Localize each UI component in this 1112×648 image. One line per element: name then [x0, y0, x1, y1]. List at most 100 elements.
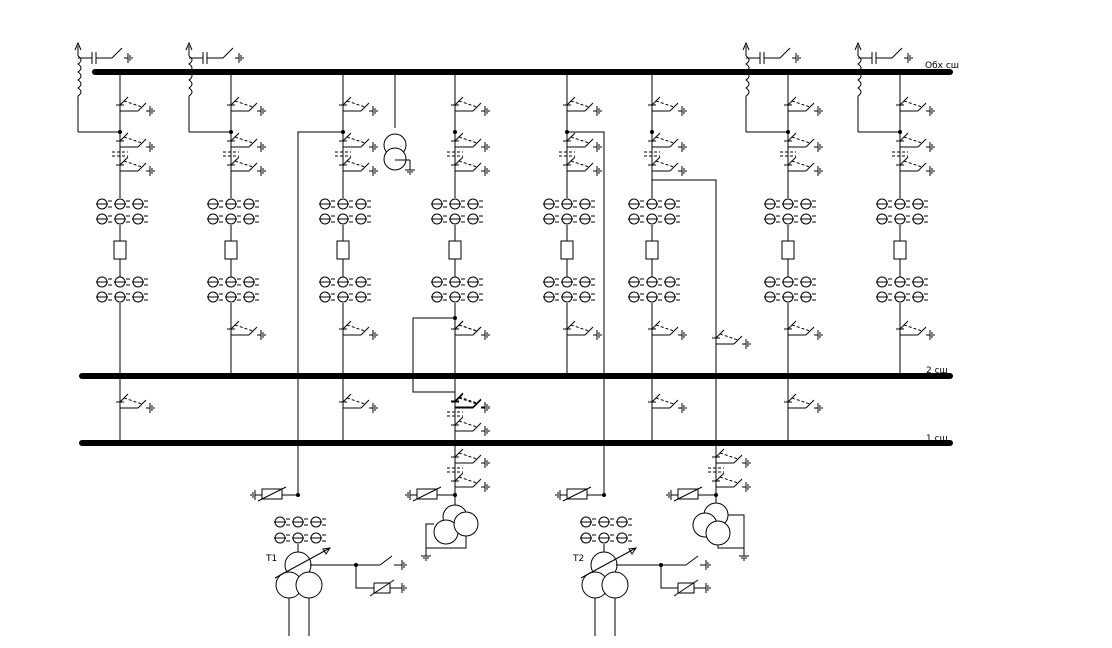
mech-link — [346, 136, 366, 144]
earthing-blade — [248, 162, 258, 172]
disconnector-pair-icon — [447, 392, 490, 446]
ground-icon — [705, 583, 711, 593]
current-transformer-icon — [876, 276, 928, 288]
ground-icon — [681, 330, 687, 340]
ground-icon — [681, 106, 687, 116]
feeder-bay — [319, 74, 378, 374]
bus-disconnector — [116, 378, 155, 441]
mech-link — [570, 100, 590, 108]
line-trap-icon — [185, 41, 244, 132]
line-trap-icon — [74, 41, 133, 132]
feeder-bay — [854, 41, 935, 374]
ground-icon — [484, 402, 490, 412]
ground-icon — [260, 142, 266, 152]
mech-link — [123, 160, 143, 168]
mech-link — [655, 136, 675, 144]
current-transformer-icon — [543, 198, 595, 210]
current-transformer-icon — [319, 198, 371, 210]
current-transformer-icon — [207, 198, 259, 210]
disconnector-icon — [451, 92, 490, 130]
earthing-blade — [805, 326, 815, 336]
mech-link — [123, 100, 143, 108]
arrow-head — [628, 547, 638, 555]
wire — [651, 179, 717, 330]
current-transformer-icon — [580, 516, 632, 528]
disconnector-icon — [563, 132, 602, 162]
ground-icon — [260, 166, 266, 176]
disconnector-pair-icon — [644, 132, 687, 186]
earthing-blade — [584, 138, 594, 148]
earthing-blade — [248, 138, 258, 148]
mech-link — [570, 160, 590, 168]
current-transformer-icon — [207, 213, 259, 225]
ground-icon — [484, 330, 490, 340]
mech-link — [458, 136, 478, 144]
earthing-blade — [472, 326, 482, 336]
coil — [745, 55, 750, 97]
earthing-blade — [917, 326, 927, 336]
transformer-winding — [601, 571, 629, 599]
earthing-blade — [360, 102, 370, 112]
earthing-blade — [248, 102, 258, 112]
current-transformer-icon — [764, 276, 816, 288]
ground-icon — [929, 330, 935, 340]
disconnector-icon — [648, 92, 687, 130]
disconnector-pair-icon — [780, 132, 823, 186]
ground-icon — [929, 106, 935, 116]
ground-icon — [666, 490, 672, 500]
mech-link — [346, 397, 366, 405]
disconnector-icon — [451, 392, 490, 422]
ground-icon — [372, 403, 378, 413]
earthing-blade — [669, 138, 679, 148]
ground-icon — [484, 458, 490, 468]
mech-link — [719, 452, 739, 460]
ground-icon — [149, 106, 155, 116]
feeder-bay — [74, 41, 155, 374]
arrester-arrow — [257, 486, 287, 502]
ground-icon — [149, 142, 155, 152]
earthing-blade — [472, 478, 482, 488]
disconnector-icon — [339, 132, 378, 162]
wire — [297, 131, 343, 495]
earthing-blade — [472, 398, 482, 408]
earthing-blade — [733, 454, 743, 464]
ground-icon — [149, 166, 155, 176]
ground-icon — [817, 330, 823, 340]
mech-link — [346, 324, 366, 332]
disconnector-icon — [451, 448, 490, 478]
ground-icon — [681, 166, 687, 176]
ground-icon — [421, 555, 431, 561]
circuit-breaker-icon — [893, 240, 907, 260]
arrester-arrow — [673, 579, 699, 597]
mech-link — [458, 396, 478, 404]
circuit-breaker-icon — [224, 240, 238, 260]
mech-link — [791, 397, 811, 405]
blade — [891, 47, 903, 59]
disconnector-icon — [339, 318, 378, 352]
disconnector-icon — [648, 392, 687, 424]
disconnector-icon — [451, 318, 490, 352]
ground-icon — [401, 583, 407, 593]
ground-icon — [149, 403, 155, 413]
diagram-drawing — [74, 41, 953, 636]
current-transformer-icon — [580, 532, 632, 544]
earthing-blade — [472, 422, 482, 432]
mech-link — [791, 160, 811, 168]
mech-link — [123, 397, 143, 405]
mech-link — [458, 397, 478, 405]
disconnector-icon — [339, 156, 378, 186]
earthing-blade — [584, 102, 594, 112]
earthing-blade — [137, 162, 147, 172]
mech-link — [458, 476, 478, 484]
arrow-head — [185, 41, 193, 51]
disconnector-icon — [712, 329, 751, 358]
disconnector-icon — [563, 156, 602, 186]
ground-icon — [596, 166, 602, 176]
current-transformer-icon — [319, 276, 371, 288]
disconnector-pair-icon — [223, 132, 266, 186]
ground-icon — [405, 490, 411, 500]
earthing-blade — [584, 162, 594, 172]
disconnector-icon — [451, 132, 490, 162]
transformer-t1-branch — [250, 131, 407, 636]
mech-link — [570, 324, 590, 332]
